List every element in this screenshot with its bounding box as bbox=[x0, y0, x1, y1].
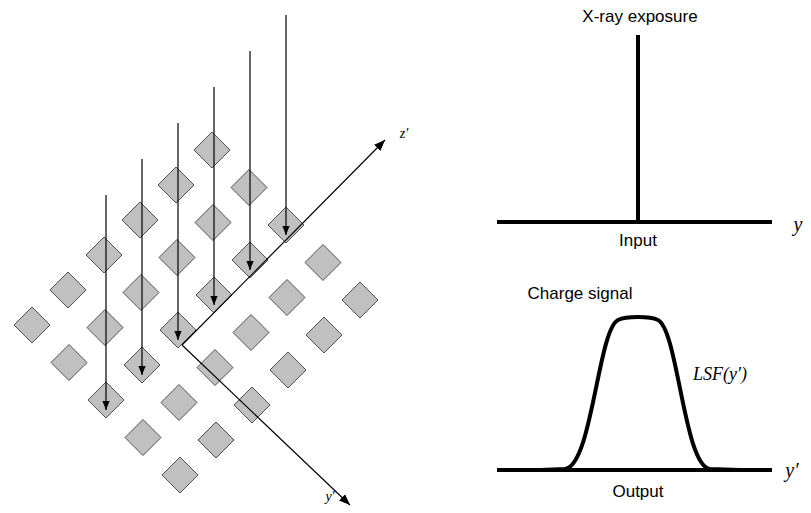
x-ray-arrow bbox=[249, 51, 250, 270]
pixel-element bbox=[269, 280, 305, 316]
y-axis bbox=[182, 345, 350, 505]
x-ray-arrow bbox=[141, 159, 142, 375]
x-ray-arrow bbox=[285, 15, 286, 235]
pixel-element bbox=[87, 310, 123, 346]
output-caption: Output bbox=[612, 482, 663, 502]
detector-pixel-grid bbox=[14, 132, 378, 493]
pixel-element bbox=[162, 457, 198, 493]
pixel-element bbox=[270, 352, 306, 388]
pixel-element bbox=[125, 420, 161, 456]
input-caption: Input bbox=[619, 231, 657, 251]
delta-spike bbox=[636, 35, 640, 222]
lsf-spacer bbox=[668, 372, 680, 373]
pixel-element bbox=[231, 170, 267, 206]
pixel-element bbox=[123, 275, 159, 311]
x-ray-arrow bbox=[177, 123, 178, 340]
pixel-element bbox=[161, 385, 197, 421]
pixel-element bbox=[14, 307, 50, 343]
pixel-element bbox=[194, 132, 230, 168]
axis-label: z' bbox=[400, 126, 408, 142]
pixel-element bbox=[197, 350, 233, 386]
pixel-element bbox=[234, 387, 270, 423]
pixel-element bbox=[195, 205, 231, 241]
axis-label: y′ bbox=[785, 459, 798, 482]
axis-label: y bbox=[794, 213, 803, 236]
axis-label: y' bbox=[325, 489, 334, 505]
x-ray-arrows bbox=[106, 15, 286, 410]
input-title: X-ray exposure bbox=[582, 7, 697, 27]
pixel-element bbox=[305, 245, 341, 281]
x-ray-arrow bbox=[213, 87, 214, 305]
z-axis bbox=[182, 140, 385, 345]
output-title: Charge signal bbox=[528, 284, 633, 304]
pixel-element bbox=[122, 202, 158, 238]
pixel-element bbox=[158, 167, 194, 203]
pixel-element bbox=[51, 345, 87, 381]
lsf-label: LSF(y′) bbox=[693, 364, 747, 385]
input-axis bbox=[497, 220, 772, 224]
pixel-element bbox=[86, 237, 122, 273]
pixel-element bbox=[159, 240, 195, 276]
pixel-element bbox=[233, 315, 269, 351]
lsf-curve bbox=[540, 317, 740, 470]
pixel-element bbox=[342, 282, 378, 318]
pixel-element bbox=[50, 272, 86, 308]
pixel-element bbox=[306, 317, 342, 353]
x-ray-arrow bbox=[105, 195, 106, 410]
pixel-element bbox=[198, 422, 234, 458]
